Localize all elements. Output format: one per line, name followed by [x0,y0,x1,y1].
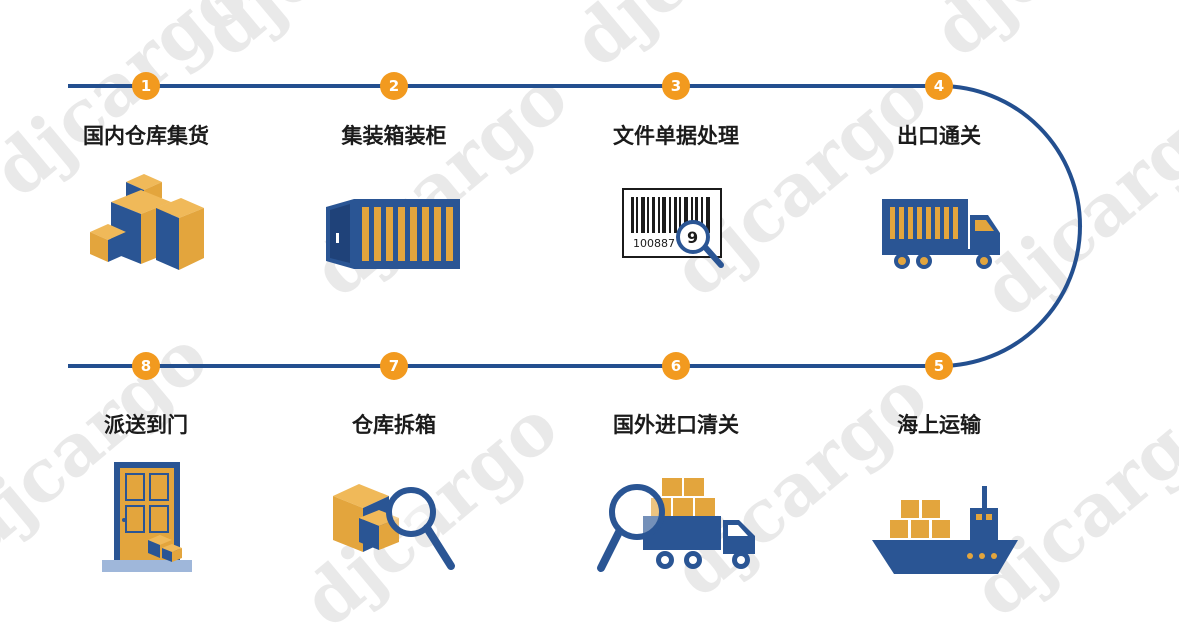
step-7-label: 仓库拆箱 [352,413,436,437]
barcode-icon: 100887 9 [622,188,724,268]
step-2-badge: 2 [380,72,408,100]
step-1-badge: 1 [132,72,160,100]
step-7-badge: 7 [380,352,408,380]
step-4-badge: 4 [925,72,953,100]
container-icon [326,199,460,269]
magnifier-digit: 9 [687,228,698,247]
step-8-label: 派送到门 [104,413,188,437]
step-5-badge: 5 [925,352,953,380]
truck-icon [882,199,1000,269]
ship-icon [872,486,1018,574]
step-6-label: 国外进口清关 [613,413,739,437]
step-3-badge: 3 [662,72,690,100]
door-icon [102,462,192,572]
step-4-label: 出口通关 [897,124,981,148]
step-2-label: 集装箱装柜 [341,124,447,148]
step-8-badge: 8 [132,352,160,380]
step-3-label: 文件单据处理 [613,124,739,148]
step-5-label: 海上运输 [897,413,981,437]
step-1-label: 国内仓库集货 [83,124,209,148]
boxes-icon [90,174,204,270]
box-magnifier-icon [333,484,455,570]
truck-magnifier-icon [597,478,755,572]
barcode-number: 100887 [633,237,675,250]
step-6-badge: 6 [662,352,690,380]
